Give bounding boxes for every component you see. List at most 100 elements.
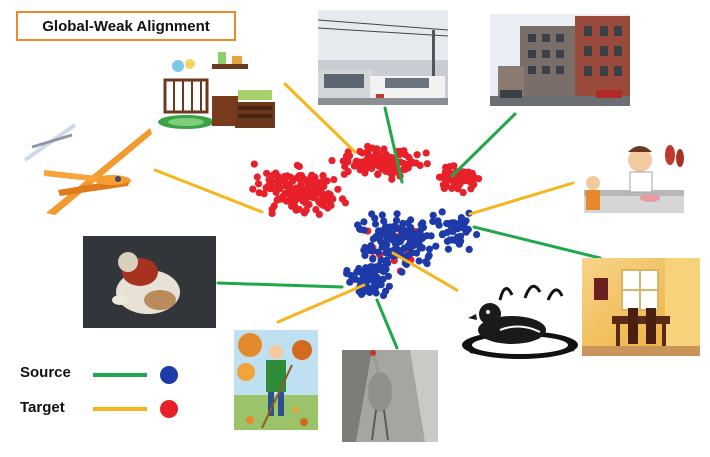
target-point — [334, 185, 342, 193]
source-point — [412, 249, 421, 257]
target-point — [313, 189, 321, 197]
target-point — [396, 147, 404, 155]
target-point — [249, 185, 257, 193]
target-point — [283, 180, 292, 188]
connector-buildings — [450, 112, 517, 178]
target-point — [319, 172, 327, 180]
target-point — [413, 151, 421, 159]
legend-target-dot — [160, 400, 178, 418]
source-point — [449, 227, 457, 236]
source-point — [354, 221, 362, 229]
source-point — [382, 287, 390, 295]
target-point — [422, 149, 430, 157]
target-point — [450, 162, 458, 170]
source-point — [387, 230, 395, 238]
target-point — [250, 160, 258, 168]
target-point — [273, 177, 282, 185]
target-point — [385, 160, 393, 168]
connector-nursery — [283, 82, 357, 154]
target-point — [293, 174, 301, 182]
target-point — [423, 160, 431, 168]
source-point — [366, 245, 374, 253]
source-point — [425, 245, 434, 253]
target-point — [319, 195, 327, 203]
source-point — [393, 210, 401, 218]
source-point — [416, 244, 424, 252]
target-point — [341, 199, 349, 207]
target-point — [254, 180, 263, 188]
target-point — [344, 167, 352, 176]
nursery-room-icon — [158, 52, 280, 132]
target-point — [369, 155, 377, 163]
target-point — [253, 173, 261, 181]
source-point — [377, 237, 385, 245]
source-point — [457, 216, 465, 224]
target-point — [388, 175, 396, 183]
target-point — [475, 175, 483, 183]
source-point — [385, 282, 393, 290]
target-point — [470, 180, 478, 188]
source-point — [435, 221, 443, 229]
target-point — [459, 189, 467, 197]
target-point — [296, 191, 305, 199]
connector-butcher — [468, 181, 575, 216]
source-point — [384, 272, 392, 280]
target-point — [440, 184, 448, 193]
target-point — [289, 188, 297, 196]
target-point — [341, 162, 349, 171]
source-point — [361, 243, 369, 252]
source-point — [380, 217, 388, 225]
source-point — [346, 278, 354, 286]
connector-dining — [472, 225, 602, 260]
target-point — [272, 169, 280, 177]
target-point — [378, 158, 386, 166]
source-point — [392, 225, 400, 233]
target-point — [330, 176, 338, 184]
connector-cat — [216, 281, 344, 289]
target-point — [443, 168, 451, 176]
source-point — [382, 223, 390, 231]
source-point — [424, 253, 432, 261]
source-point — [446, 236, 454, 244]
target-point — [367, 161, 376, 169]
target-point — [327, 201, 335, 210]
source-point — [361, 251, 369, 259]
target-point — [454, 185, 462, 193]
connector-gardener — [276, 283, 366, 324]
target-point — [262, 184, 270, 192]
target-point — [345, 152, 354, 160]
target-point — [270, 202, 278, 210]
target-point — [316, 179, 324, 187]
target-point — [412, 159, 420, 167]
butcher-shop-icon — [580, 140, 685, 215]
source-point — [399, 219, 407, 227]
source-point — [371, 263, 379, 271]
source-point — [365, 264, 373, 272]
source-point — [377, 227, 385, 235]
airplane-glider-icon — [23, 123, 152, 215]
crane-bird-photo — [342, 350, 438, 442]
legend-source-dot — [160, 366, 178, 384]
source-point — [394, 246, 402, 254]
source-point-cluster — [343, 208, 481, 300]
source-point — [439, 230, 447, 238]
source-point — [369, 255, 377, 263]
target-point — [450, 179, 458, 187]
source-point — [379, 275, 387, 283]
target-point — [374, 170, 382, 178]
target-point — [401, 151, 409, 159]
source-point — [444, 245, 452, 253]
source-point — [392, 240, 400, 248]
source-point — [371, 220, 380, 228]
target-point — [326, 190, 334, 199]
target-point — [319, 201, 328, 209]
target-point — [292, 195, 300, 203]
legend-target-label: Target — [20, 399, 65, 416]
source-point — [403, 229, 411, 237]
target-point — [275, 183, 283, 191]
source-point — [363, 276, 372, 284]
target-point — [300, 209, 308, 217]
target-point — [364, 142, 372, 150]
source-point — [378, 211, 386, 219]
target-point — [308, 192, 316, 200]
